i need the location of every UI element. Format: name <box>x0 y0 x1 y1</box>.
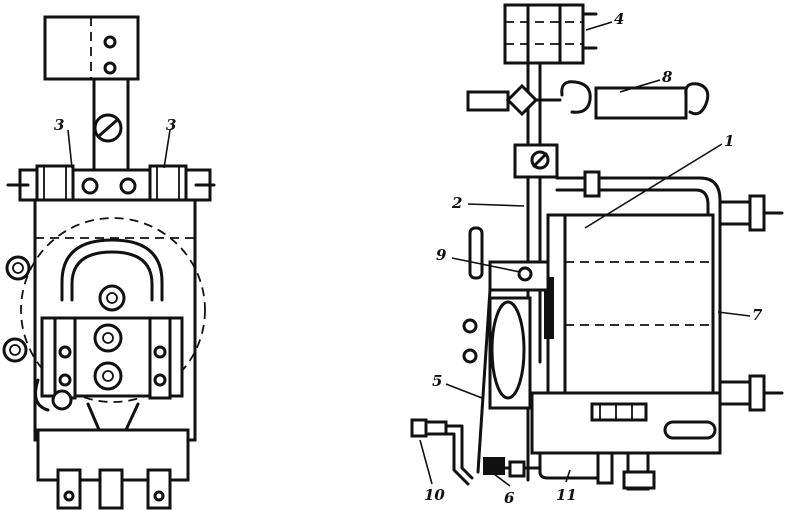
rod-clamp <box>513 143 559 179</box>
bracket-arm <box>555 176 722 397</box>
side-top-clamp <box>503 3 585 65</box>
center-nut <box>98 284 126 312</box>
callout-2: 2 <box>451 194 462 212</box>
arc-conductor <box>60 238 164 302</box>
callout-1: 1 <box>724 132 734 150</box>
callout-3-left: 3 <box>54 116 64 134</box>
callout-9: 9 <box>436 246 447 264</box>
callout-labels: 3 3 4 8 1 2 9 7 5 10 6 11 <box>54 10 763 507</box>
side-view <box>410 3 784 491</box>
callout-4: 4 <box>614 10 624 28</box>
coil <box>546 213 715 395</box>
callout-6: 6 <box>504 489 515 507</box>
spring-tube <box>594 86 688 120</box>
bottom-wire <box>538 453 600 480</box>
callout-10: 10 <box>424 486 445 504</box>
callout-5: 5 <box>432 372 442 390</box>
callout-11: 11 <box>556 486 577 504</box>
callout-7: 7 <box>752 306 763 324</box>
front-view <box>2 15 216 510</box>
callout-3-right: 3 <box>166 116 176 134</box>
callout-8: 8 <box>662 68 673 86</box>
lever <box>476 288 492 474</box>
coil-outline-dashed <box>20 217 206 403</box>
